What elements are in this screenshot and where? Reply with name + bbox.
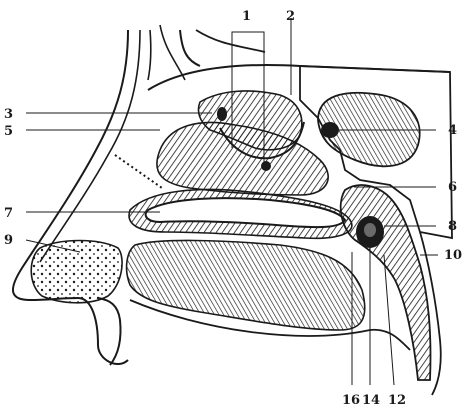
label-16: 16 (342, 393, 360, 408)
nose-profile (13, 30, 128, 364)
leader-1-bracket (232, 32, 264, 38)
cavity-roof (148, 65, 450, 90)
label-10: 10 (444, 248, 462, 263)
label-7: 7 (4, 206, 13, 221)
label-14: 14 (362, 393, 380, 408)
nasal-vestibule-dots (115, 155, 162, 188)
sphenoid-sinus-opening (321, 122, 339, 138)
middle-turbinate (157, 122, 328, 195)
label-9: 9 (4, 233, 13, 248)
premaxilla (31, 241, 122, 303)
nose-cartilage-line (148, 30, 151, 80)
frontal-sinus-opening (217, 107, 227, 121)
label-3: 3 (4, 107, 13, 122)
label-12: 12 (388, 393, 406, 408)
label-6: 6 (448, 180, 457, 195)
frontal-outline (180, 30, 200, 66)
palate-floor (127, 240, 365, 330)
maxillary-opening (261, 161, 271, 171)
label-8: 8 (448, 219, 457, 234)
eustachian-tube-inner (364, 223, 376, 237)
label-5: 5 (4, 124, 13, 139)
label-1: 1 (242, 9, 251, 24)
skull-outline-top (196, 30, 265, 52)
label-2: 2 (286, 9, 295, 24)
label-4: 4 (448, 123, 457, 138)
